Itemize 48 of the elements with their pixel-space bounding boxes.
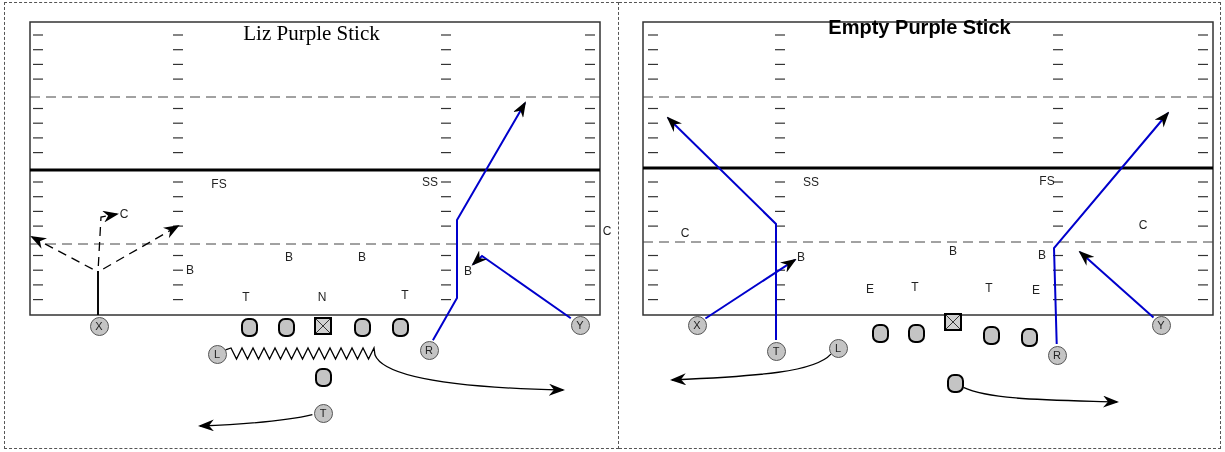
player-marker [353, 317, 371, 337]
position-label: N [317, 291, 327, 303]
position-label: C [1138, 219, 1148, 231]
route-arrow [704, 258, 797, 320]
route-arrow [670, 353, 832, 386]
position-label: T [985, 282, 993, 294]
route-arrow [666, 116, 777, 341]
position-label: FS [211, 178, 227, 190]
position-label: C [602, 225, 612, 237]
route-arrow [962, 386, 1119, 408]
player-marker [946, 373, 964, 393]
route-arrow [1078, 250, 1155, 319]
position-label: FS [1039, 175, 1055, 187]
position-label: B [285, 251, 293, 263]
play-title: Empty Purple Stick [828, 15, 1011, 40]
position-label: C [680, 227, 690, 239]
position-label: B [1038, 249, 1046, 261]
player-marker [907, 323, 925, 343]
position-label: T [911, 281, 919, 293]
route-arrow [1053, 111, 1170, 345]
position-label: B [186, 264, 194, 276]
position-label: B [797, 251, 805, 263]
player-marker [277, 317, 295, 337]
player-marker [240, 317, 258, 337]
position-label: T [401, 289, 409, 301]
position-label: B [464, 265, 472, 277]
route-arrow [431, 101, 526, 342]
position-label: B [358, 251, 366, 263]
position-label: C [119, 208, 129, 220]
center-square [314, 317, 332, 335]
position-label: E [1032, 284, 1040, 296]
route-arrow [198, 413, 314, 432]
position-label: SS [803, 176, 819, 188]
player-marker [871, 323, 889, 343]
route-arrow [471, 250, 572, 320]
play-panel [619, 2, 1221, 449]
position-label: B [949, 245, 957, 257]
position-label: SS [422, 176, 438, 188]
play-panel [4, 2, 619, 449]
player-marker [982, 325, 1000, 345]
position-label: E [866, 283, 874, 295]
position-label: T [242, 291, 250, 303]
player-marker [391, 317, 409, 337]
route-arrow [97, 210, 119, 316]
player-marker [314, 367, 332, 387]
player-marker [1020, 327, 1038, 347]
center-square [944, 313, 962, 331]
play-title: Liz Purple Stick [243, 20, 380, 47]
